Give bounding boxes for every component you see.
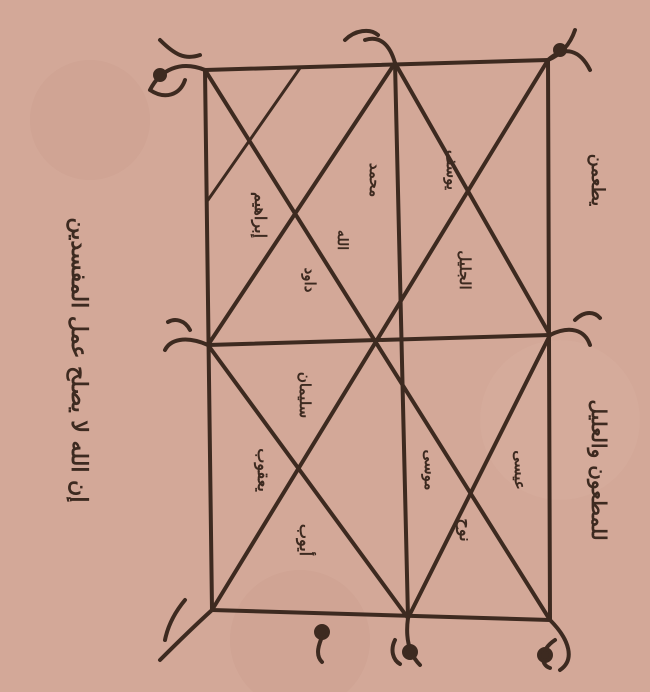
cell-label: نوح bbox=[455, 518, 475, 541]
side-inscription: إن الله لا يصلح عمل المفسدين bbox=[65, 218, 92, 503]
cell-label: سليمان bbox=[296, 372, 314, 418]
cell-label: موسى bbox=[421, 450, 439, 491]
top-inscription: يطعمن bbox=[587, 154, 608, 207]
cell-label: أيوب bbox=[295, 524, 317, 556]
cell-label: محمد bbox=[366, 163, 384, 197]
cell-label: الجليل bbox=[456, 250, 474, 289]
cell-label: يعقوب bbox=[253, 448, 273, 492]
cell-label: داود bbox=[301, 268, 319, 293]
cell-label: الله bbox=[334, 230, 350, 250]
cell-label: إبراهيم bbox=[250, 192, 270, 238]
cell-label: عيسى bbox=[511, 450, 529, 489]
talisman-frame bbox=[205, 60, 550, 620]
cell-label: يوسف bbox=[443, 150, 461, 190]
bottom-inscription: للمطعون والعليل bbox=[586, 399, 611, 540]
